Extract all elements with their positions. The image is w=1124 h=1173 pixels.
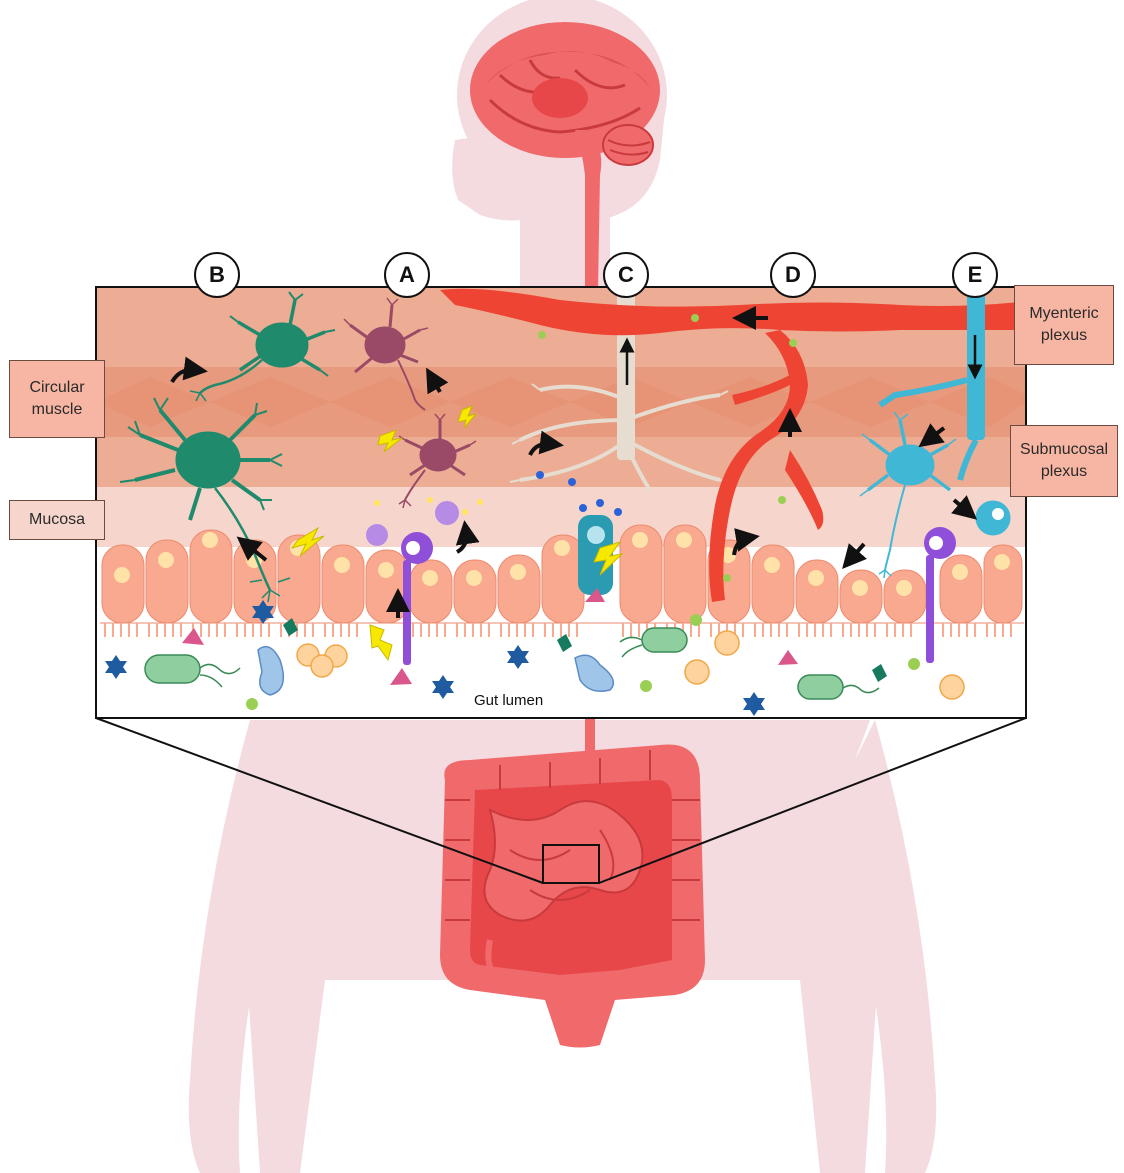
- tissue-panel: [96, 287, 1026, 718]
- submucosal-plexus-label: Submucosal plexus: [1010, 425, 1118, 497]
- intestines: [440, 744, 705, 1047]
- myenteric-plexus-label: Myenteric plexus: [1014, 285, 1114, 365]
- mucosa-label: Mucosa: [9, 500, 105, 540]
- pathway-a-label: A: [384, 252, 430, 298]
- pathway-e-label: E: [952, 252, 998, 298]
- pathway-c-label: C: [603, 252, 649, 298]
- pathway-b-label: B: [194, 252, 240, 298]
- pathway-d-label: D: [770, 252, 816, 298]
- gut-lumen-label: Gut lumen: [474, 692, 543, 709]
- circular-muscle-label: Circular muscle: [9, 360, 105, 438]
